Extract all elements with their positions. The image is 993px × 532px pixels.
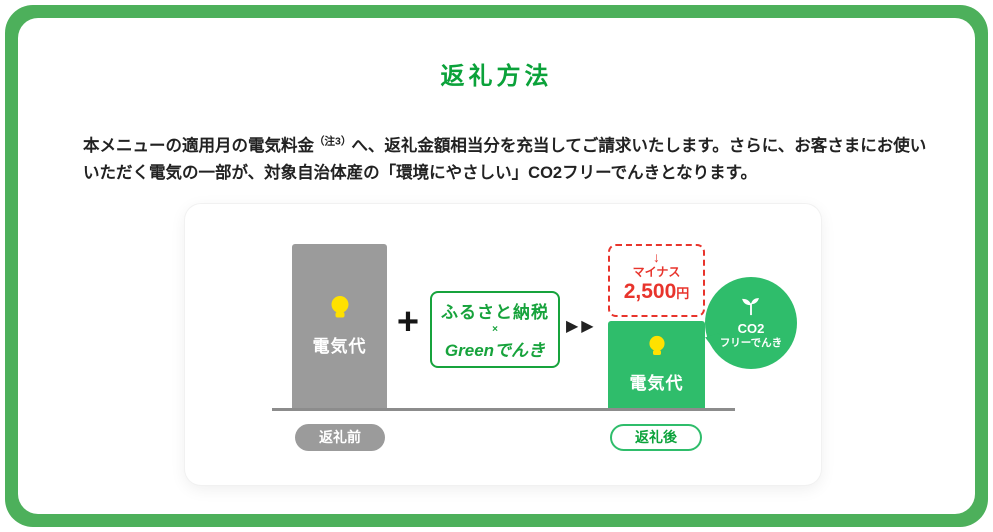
after-bar: 電気代	[608, 321, 705, 408]
after-bar-label: 電気代	[629, 374, 684, 393]
sprout-icon	[739, 296, 763, 321]
logo-cross: ×	[492, 324, 498, 335]
description: 本メニューの適用月の電気料金（注3）へ、返礼金額相当分を充当してご請求いたします…	[83, 133, 928, 188]
green-frame: 返礼方法 本メニューの適用月の電気料金（注3）へ、返礼金額相当分を充当してご請求…	[5, 5, 988, 527]
forward-arrows-icon: ▶▶	[566, 318, 597, 335]
down-arrow-icon: ↓	[653, 249, 660, 265]
discount-amount: 2,500	[623, 280, 677, 304]
section-title: 返礼方法	[440, 63, 553, 90]
bubble-line1: CO2	[737, 320, 765, 336]
footnote-ref: （注3）	[314, 135, 352, 147]
before-pill: 返礼前	[295, 424, 385, 451]
co2-free-bubble: CO2 フリーでんき	[693, 277, 797, 369]
bubble-line2: フリーでんき	[719, 337, 783, 350]
before-bar: 電気代	[292, 244, 387, 408]
description-text-start: 本メニューの適用月の電気料金	[83, 136, 314, 155]
discount-box: ↓ マイナス 2,500円	[608, 244, 705, 317]
diagram-panel: 電気代 返礼前 + ふるさと納税 × Greenでんき ▶▶ ↓ マイナス 2,…	[185, 204, 821, 485]
discount-unit: 円	[676, 286, 690, 302]
discount-label: マイナス	[632, 265, 681, 280]
lightbulb-icon	[329, 295, 351, 327]
logo-line2: Greenでんき	[444, 341, 546, 360]
logo-line1: ふるさと納税	[441, 303, 549, 322]
plus-sign: +	[396, 301, 420, 343]
content-card: 返礼方法 本メニューの適用月の電気料金（注3）へ、返礼金額相当分を充当してご請求…	[18, 18, 975, 514]
baseline	[272, 408, 735, 411]
description-text-end: へ、返礼金額相当分を充当してご請求いたします。さらに、お客さまにお使いいただく電…	[83, 136, 927, 183]
before-bar-label: 電気代	[312, 337, 367, 356]
furusato-green-denki-logo: ふるさと納税 × Greenでんき	[430, 291, 560, 368]
lightbulb-icon	[647, 335, 667, 364]
after-pill: 返礼後	[610, 424, 702, 451]
